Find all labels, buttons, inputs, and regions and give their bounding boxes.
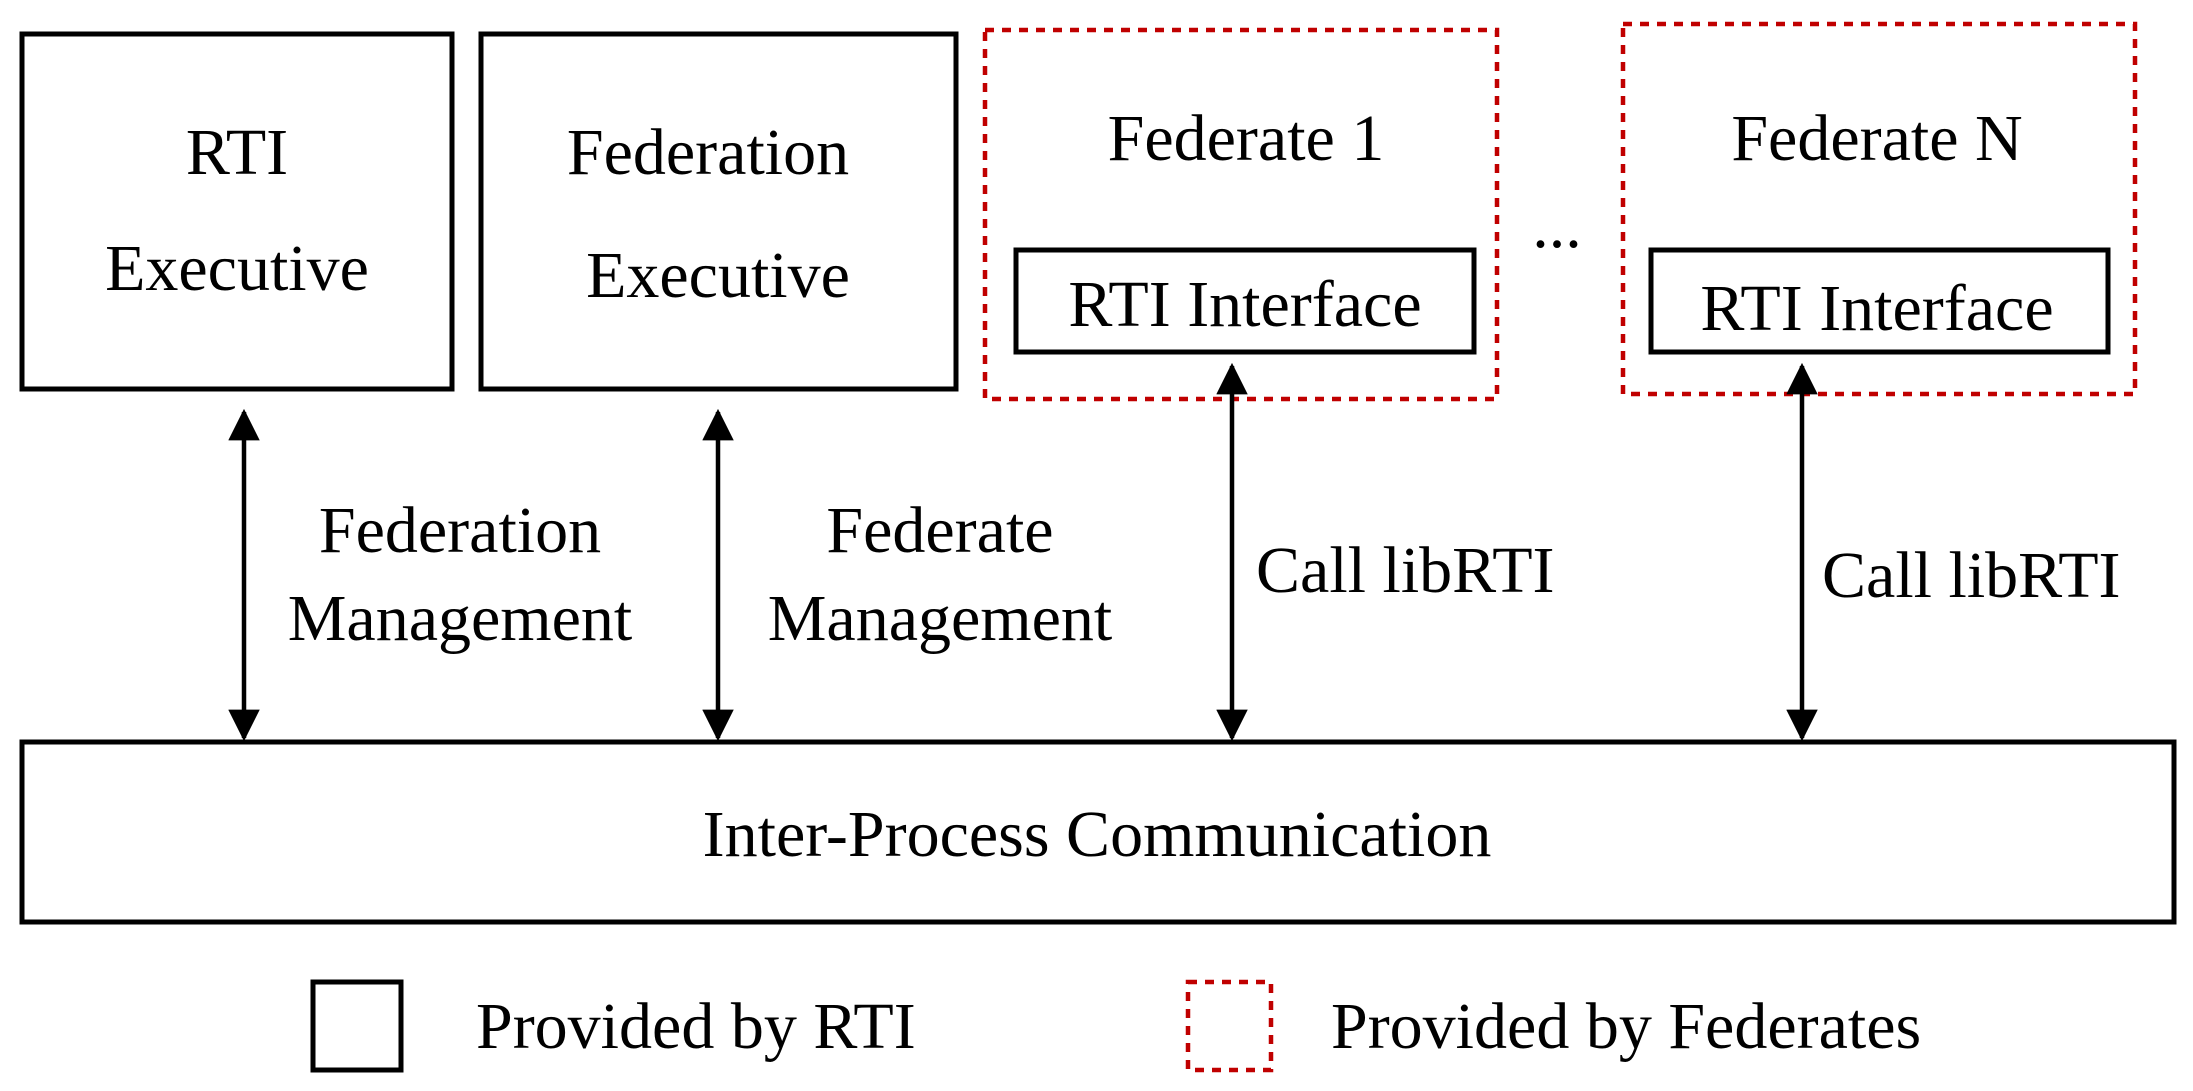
federation-executive-label-line2: Executive [586,239,850,312]
federate-n-node: Federate N RTI Interface [1620,21,2138,397]
ellipsis-text: ... [1532,189,1582,262]
call-librti-1-label: Call libRTI [1256,534,1555,607]
federate-n-rti-interface-label: RTI Interface [1700,272,2053,345]
federate-1-rti-interface-label: RTI Interface [1068,268,1421,341]
federate-n-box [1620,21,2138,397]
ipc-box [19,739,2177,925]
call-librti-n-label: Call libRTI [1822,539,2121,612]
ipc-label: Inter-Process Communication [703,798,1492,871]
federate-management-label-line2: Management [768,582,1113,655]
federation-executive-box [478,31,959,392]
federate-1-title: Federate 1 [1108,102,1385,175]
federate-management-label-line1: Federate [826,494,1053,567]
rti-executive-label-line1: RTI [186,116,288,189]
federate-n-title: Federate N [1731,102,2022,175]
federate-1-box [982,27,1500,402]
legend-rti-label: Provided by RTI [476,990,916,1063]
federation-executive-node: Federation Executive [478,31,959,392]
legend-federates-label: Provided by Federates [1331,990,1921,1063]
federate-1-rti-interface-box [1013,247,1477,355]
ipc-node: Inter-Process Communication [19,739,2177,925]
legend: Provided by RTI Provided by Federates [310,979,1921,1073]
rti-executive-label-line2: Executive [105,232,369,305]
legend-rti-swatch [310,979,404,1073]
federation-executive-label-line1: Federation [567,116,849,189]
rti-executive-node: RTI Executive [19,31,455,392]
federation-management-label-line1: Federation [319,494,601,567]
federate-1-node: Federate 1 RTI Interface [982,27,1500,402]
rti-executive-box [19,31,455,392]
federation-management-label-line2: Management [288,582,633,655]
federate-n-rti-interface-box [1648,247,2111,355]
legend-federates-swatch [1185,979,1274,1073]
